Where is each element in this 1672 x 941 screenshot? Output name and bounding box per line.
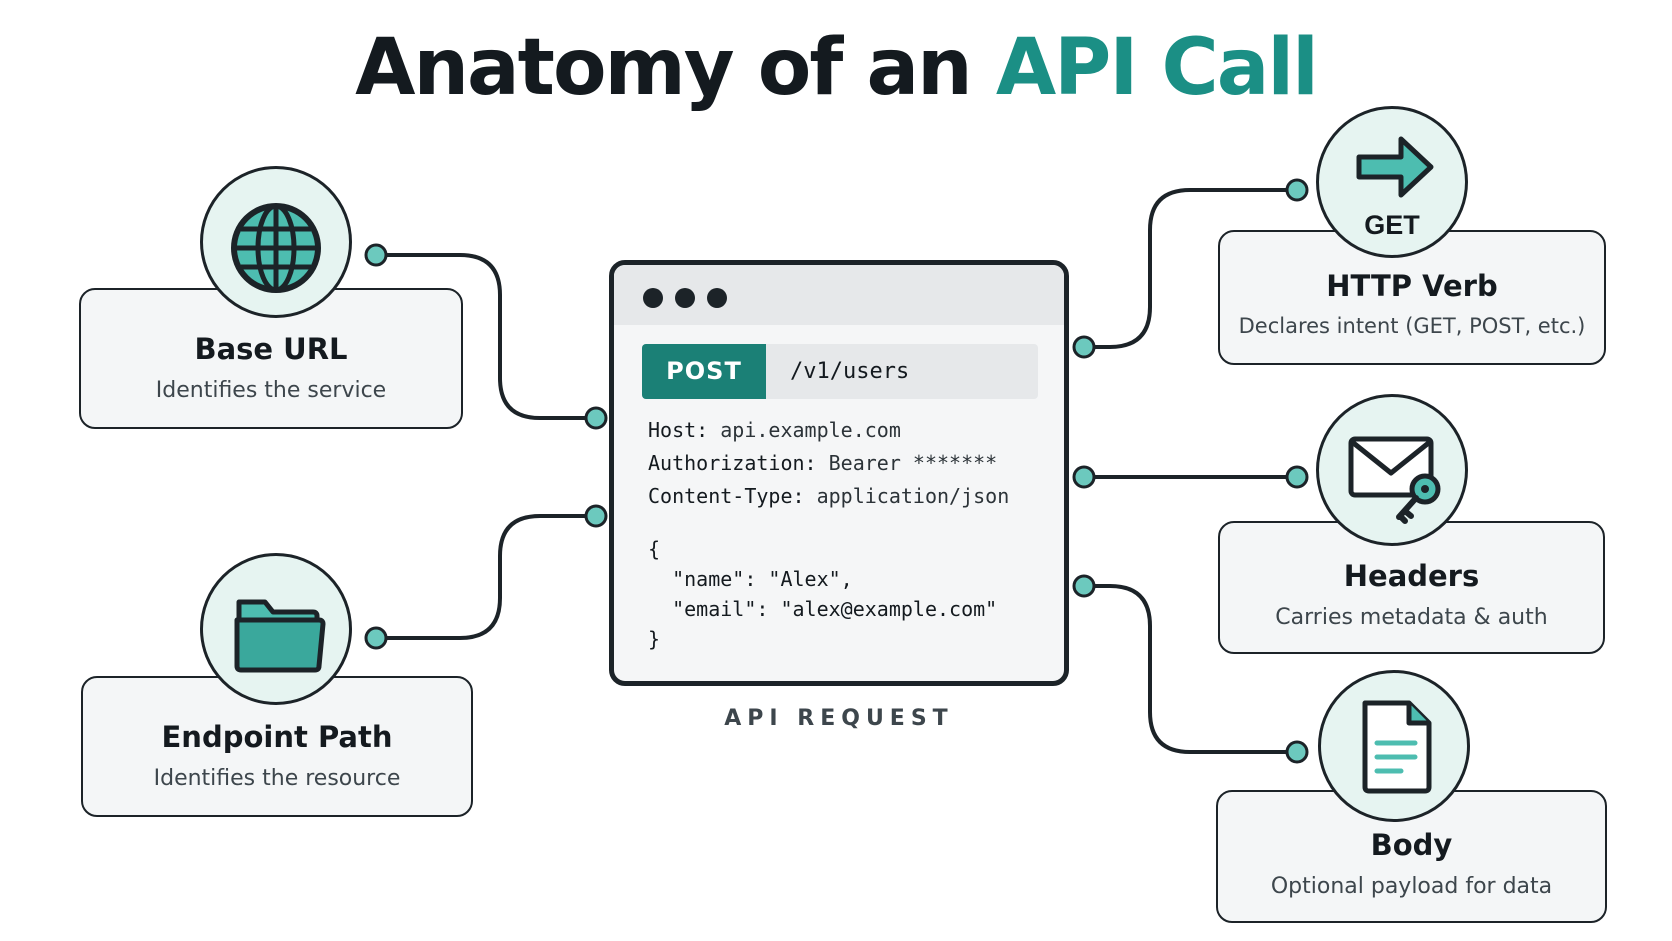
document-icon xyxy=(1362,700,1432,794)
http-verb-title: HTTP Verb xyxy=(1326,269,1498,303)
connector-dot xyxy=(364,243,388,267)
api-request-caption: API REQUEST xyxy=(724,706,954,731)
connector-dot xyxy=(1072,465,1096,489)
endpoint-path-icon-circle xyxy=(200,553,352,705)
header-line: Authorization: Bearer ******* xyxy=(648,451,997,475)
connector-dot xyxy=(1285,178,1309,202)
arrow-right-icon: GET xyxy=(1356,136,1434,240)
method-badge: POST xyxy=(642,344,766,399)
api-request-window: POST /v1/users Host: api.example.com Aut… xyxy=(609,260,1069,686)
header-key: Host: xyxy=(648,418,709,442)
endpoint-path-title: Endpoint Path xyxy=(161,720,393,754)
body-icon-circle xyxy=(1318,670,1470,822)
connector-dot xyxy=(364,626,388,650)
base-url-title: Base URL xyxy=(194,332,348,366)
http-verb-desc: Declares intent (GET, POST, etc.) xyxy=(1238,314,1586,338)
title-accent: API Call xyxy=(995,23,1319,113)
http-verb-badge: GET xyxy=(1364,210,1420,240)
http-verb-icon-circle: GET xyxy=(1316,106,1468,258)
body-line: "email": "alex@example.com" xyxy=(648,597,998,621)
connector-http-verb xyxy=(1082,188,1299,349)
connector-dot xyxy=(584,504,608,528)
header-line: Content-Type: application/json xyxy=(648,484,1009,508)
body-line: { xyxy=(648,537,661,561)
globe-icon xyxy=(231,203,321,293)
window-dot xyxy=(707,288,727,308)
connector-body xyxy=(1082,584,1299,754)
headers-desc: Carries metadata & auth xyxy=(1275,605,1548,630)
window-dot xyxy=(675,288,695,308)
connector-dot xyxy=(1072,335,1096,359)
header-key: Content-Type: xyxy=(648,484,805,508)
header-line: Host: api.example.com xyxy=(648,418,901,442)
header-value: Bearer ******* xyxy=(828,451,998,475)
connector-dot xyxy=(584,406,608,430)
body-title: Body xyxy=(1370,828,1453,862)
endpoint-path-desc: Identifies the resource xyxy=(153,766,401,791)
request-path: /v1/users xyxy=(790,359,910,384)
folder-icon xyxy=(234,599,326,673)
connector-dot xyxy=(1285,740,1309,764)
window-titlebar xyxy=(614,265,1064,325)
headers-icon-circle xyxy=(1316,394,1468,546)
body-line: "name": "Alex", xyxy=(648,567,853,591)
connector-dot xyxy=(1072,574,1096,598)
base-url-icon-circle xyxy=(200,166,352,318)
window-dot xyxy=(643,288,663,308)
header-value: api.example.com xyxy=(720,418,901,442)
base-url-desc: Identifies the service xyxy=(155,378,387,403)
headers-title: Headers xyxy=(1343,559,1480,593)
page-title: Anatomy of an API Call xyxy=(0,18,1672,118)
header-key: Authorization: xyxy=(648,451,817,475)
header-value: application/json xyxy=(816,484,1010,508)
connector-dot xyxy=(1285,465,1309,489)
request-line: POST /v1/users xyxy=(642,344,1038,399)
connector-endpoint-path xyxy=(374,514,598,640)
body-line: } xyxy=(648,627,661,651)
envelope-key-icon xyxy=(1348,436,1441,524)
connector-base-url xyxy=(374,253,598,420)
body-desc: Optional payload for data xyxy=(1270,874,1553,899)
title-main: Anatomy of an xyxy=(355,23,973,113)
